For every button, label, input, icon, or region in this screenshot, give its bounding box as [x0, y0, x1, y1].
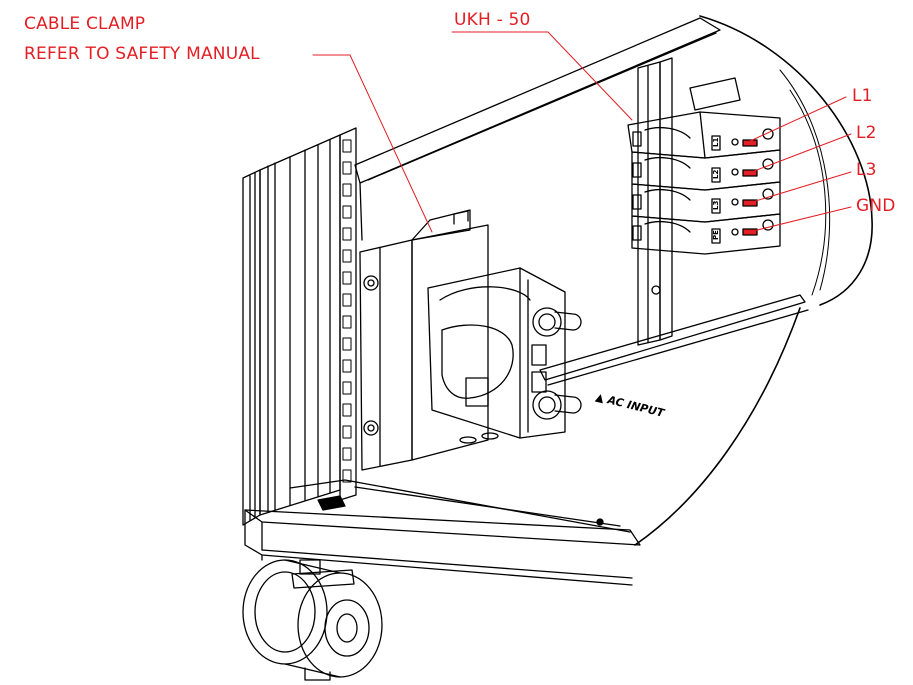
leader-lines: [312, 31, 852, 233]
leader-l2: [748, 133, 852, 174]
leader-gnd: [748, 206, 852, 233]
terminal-plate-text: L1 L2 L3 PE: [712, 138, 720, 240]
leader-l3: [748, 171, 852, 204]
terminal-block-1: [627, 111, 781, 159]
left-post: [242, 127, 357, 526]
terminal-block-4: [631, 213, 781, 255]
terminal-blocks: L1 L2 L3 PE: [627, 77, 781, 255]
terminal-block-side-clips: [632, 131, 642, 241]
base-plate: [244, 479, 641, 586]
back-panel-rails: [354, 17, 809, 386]
leader-ukh50: [451, 31, 633, 121]
cable-clamp: [427, 267, 582, 444]
plate-l2: L2: [712, 170, 720, 179]
caster-wheel: [242, 559, 383, 681]
cable-clamp-label: CABLE CLAMP: [24, 14, 146, 34]
post-slots: [342, 139, 352, 483]
leader-l1: [747, 96, 847, 143]
ac-input-marking: ▲ AC INPUT: [594, 390, 667, 420]
plate-l1: L1: [712, 138, 720, 147]
l3-label: L3: [856, 160, 877, 180]
clamp-bracket: [359, 209, 489, 471]
ukh50-label: UKH - 50: [454, 10, 531, 30]
clamp-bolt-top: [532, 307, 582, 337]
leader-cable-clamp: [312, 54, 433, 233]
safety-manual-note: REFER TO SAFETY MANUAL: [24, 44, 260, 64]
l2-label: L2: [856, 123, 877, 143]
detail-circle-outline: [634, 15, 873, 546]
din-rail: [637, 57, 673, 346]
clamp-bolt-bottom: [532, 390, 582, 420]
plate-l3: L3: [712, 201, 720, 210]
plate-pe: PE: [712, 230, 720, 240]
gnd-label: GND: [856, 196, 896, 216]
l1-label: L1: [852, 86, 873, 106]
